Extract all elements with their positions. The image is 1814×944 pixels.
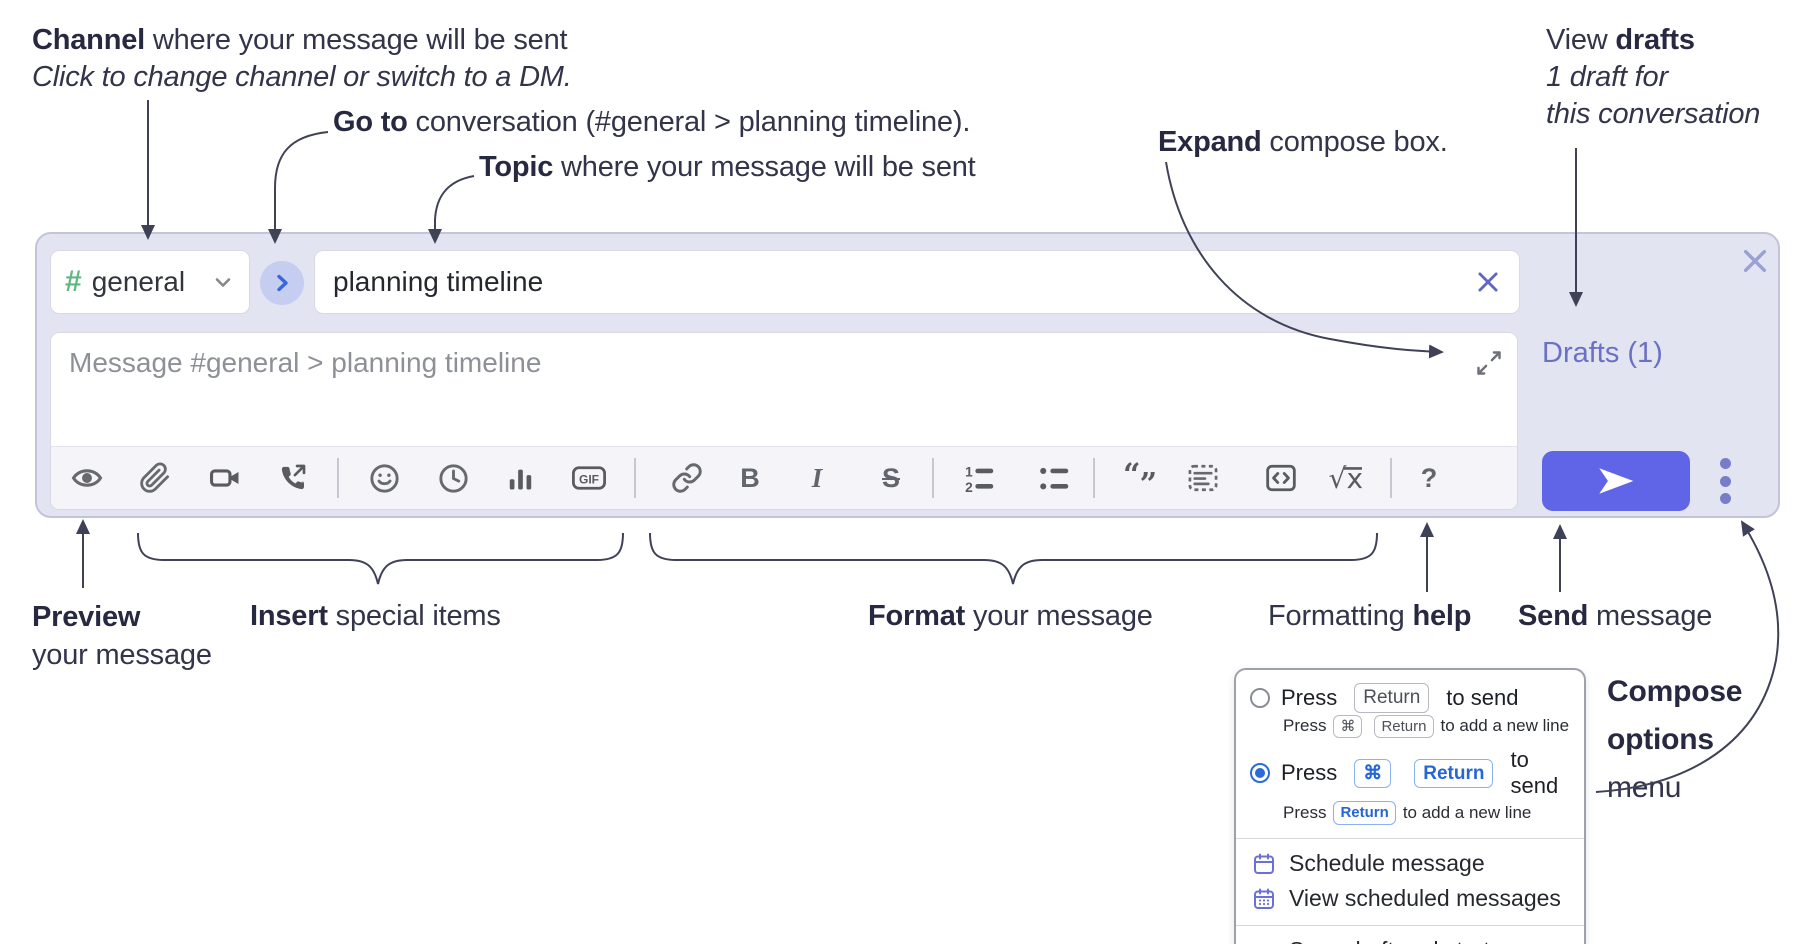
gif-icon[interactable]: GIF xyxy=(571,460,607,496)
schedule-clock-icon[interactable] xyxy=(435,460,471,496)
topic-field xyxy=(314,250,1520,314)
channel-annotation-sub: Click to change channel or switch to a D… xyxy=(32,61,572,93)
topic-clear-icon[interactable] xyxy=(1475,269,1501,295)
svg-text:“: “ xyxy=(1123,461,1141,493)
calendar-grid-icon xyxy=(1254,888,1274,909)
spoiler-icon[interactable] xyxy=(1185,460,1221,496)
go-to-conversation-button[interactable] xyxy=(260,261,304,305)
channel-selector[interactable]: # general xyxy=(50,250,250,314)
return-key: Return xyxy=(1333,801,1396,826)
svg-text:”: ” xyxy=(1140,467,1158,495)
poll-chart-icon[interactable] xyxy=(502,460,538,496)
goto-annotation: Go to conversation (#general > planning … xyxy=(333,106,971,138)
gif-label: GIF xyxy=(579,473,599,487)
compose-options-annotation: Compose options menu xyxy=(1607,675,1743,804)
radio-unselected[interactable] xyxy=(1250,687,1270,708)
quote-icon[interactable]: “” xyxy=(1123,460,1159,496)
send-annotation: Send message xyxy=(1518,600,1713,632)
menu-divider xyxy=(1236,925,1584,927)
toolbar-divider xyxy=(932,458,934,498)
cmd-key: ⌘ xyxy=(1333,714,1363,739)
toolbar-divider xyxy=(1390,458,1392,498)
chevron-right-icon xyxy=(277,274,288,292)
link-icon[interactable] xyxy=(669,460,705,496)
close-compose-icon[interactable] xyxy=(1739,245,1771,277)
channel-annotation-rest: where your message will be sent xyxy=(145,24,568,56)
format-annotation: Format your message xyxy=(868,600,1153,632)
send-plane-icon xyxy=(1599,468,1634,494)
compose-box: # general xyxy=(35,232,1780,518)
channel-annotation: Channel where your message will be sent … xyxy=(32,22,572,96)
insert-annotation: Insert special items xyxy=(250,600,501,632)
svg-text:2: 2 xyxy=(965,479,973,494)
message-compose-area: GIF B I S 12 xyxy=(50,332,1518,510)
drafts-link[interactable]: Drafts (1) xyxy=(1542,337,1663,369)
cmd-key: ⌘ xyxy=(1354,758,1392,789)
view-scheduled-messages-item[interactable]: View scheduled messages xyxy=(1236,881,1584,916)
toolbar-divider xyxy=(634,458,636,498)
attach-paperclip-icon[interactable] xyxy=(137,460,173,496)
bulleted-list-icon[interactable] xyxy=(1036,460,1072,496)
code-icon[interactable] xyxy=(1263,460,1299,496)
bold-icon[interactable]: B xyxy=(740,462,760,493)
video-call-icon[interactable] xyxy=(207,460,243,496)
toolbar-divider xyxy=(337,458,339,498)
math-icon[interactable]: √x xyxy=(1327,460,1373,496)
return-key: Return xyxy=(1354,683,1430,713)
preview-eye-icon[interactable] xyxy=(69,460,105,496)
send-button[interactable] xyxy=(1542,451,1690,511)
voice-call-icon[interactable] xyxy=(274,460,310,496)
formatting-help-annotation: Formatting help xyxy=(1268,600,1472,632)
strikethrough-icon[interactable]: S xyxy=(881,462,900,493)
chevron-down-icon xyxy=(211,270,235,294)
radio-selected[interactable] xyxy=(1250,763,1270,784)
toolbar-divider xyxy=(1093,458,1095,498)
return-key: Return xyxy=(1374,714,1434,739)
menu-divider xyxy=(1236,838,1584,840)
calendar-icon xyxy=(1254,853,1274,874)
preview-annotation: Preview your message xyxy=(32,601,212,671)
schedule-message-item[interactable]: Schedule message xyxy=(1236,846,1584,881)
view-drafts-annotation: View drafts 1 draft for this conversatio… xyxy=(1546,24,1761,130)
compose-options-menu-icon[interactable] xyxy=(1717,458,1733,504)
channel-name: general xyxy=(91,266,186,297)
italic-icon[interactable]: I xyxy=(811,462,823,493)
message-input[interactable] xyxy=(51,333,1517,445)
expand-compose-icon[interactable] xyxy=(1475,349,1503,377)
channel-annotation-bold: Channel xyxy=(32,24,145,56)
topic-annotation: Topic where your message will be sent xyxy=(479,151,976,183)
svg-text:√x: √x xyxy=(1329,462,1363,494)
svg-text:1: 1 xyxy=(965,464,973,479)
emoji-smiley-icon[interactable] xyxy=(366,460,402,496)
save-draft-item[interactable]: Save draft and start a new message xyxy=(1236,933,1584,944)
return-key: Return xyxy=(1414,758,1494,789)
formatting-help-icon[interactable]: ? xyxy=(1420,462,1438,493)
expand-annotation: Expand compose box. xyxy=(1158,126,1448,158)
channel-hash-icon: # xyxy=(65,265,82,298)
topic-input[interactable] xyxy=(315,266,1475,298)
